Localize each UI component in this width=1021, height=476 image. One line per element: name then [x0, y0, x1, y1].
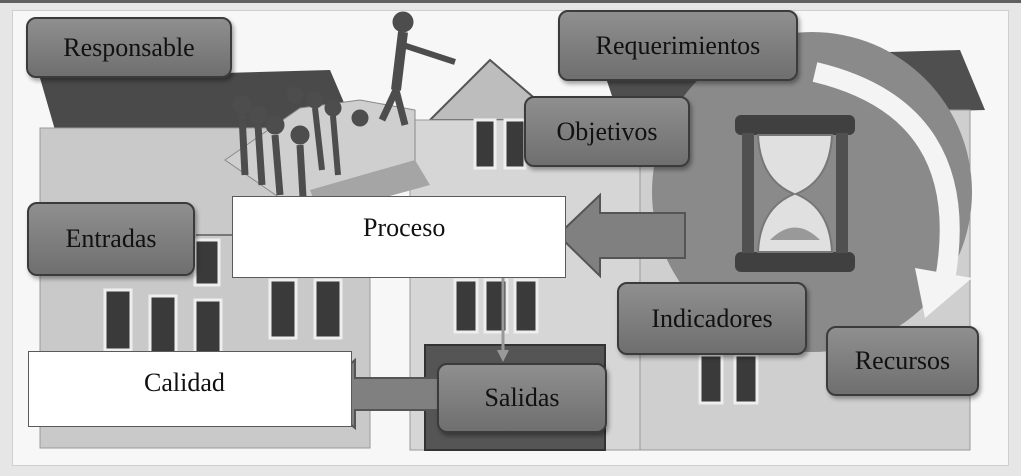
proceso-to-salidas-head	[497, 350, 509, 362]
requerimientos-label: Requerimientos	[558, 10, 798, 81]
recursos-label: Recursos	[826, 326, 979, 396]
proceso-label: Proceso	[363, 213, 446, 242]
entradas-label: Entradas	[27, 202, 195, 276]
cycle-arrow-head	[915, 268, 972, 318]
team-figures	[232, 11, 456, 233]
resources-to-proceso-arrow	[556, 192, 686, 279]
responsable-label: Responsable	[26, 17, 232, 78]
calidad-box: Calidad	[28, 351, 352, 427]
indicadores-label: Indicadores	[617, 282, 807, 355]
calidad-label: Calidad	[144, 368, 225, 397]
salidas-label: Salidas	[437, 363, 607, 433]
cycle-arrow	[812, 62, 960, 282]
hourglass-icon	[735, 115, 855, 272]
top-rule	[0, 0, 1021, 3]
windows	[103, 118, 759, 405]
proceso-box: Proceso	[232, 196, 566, 278]
objetivos-label: Objetivos	[524, 96, 690, 167]
